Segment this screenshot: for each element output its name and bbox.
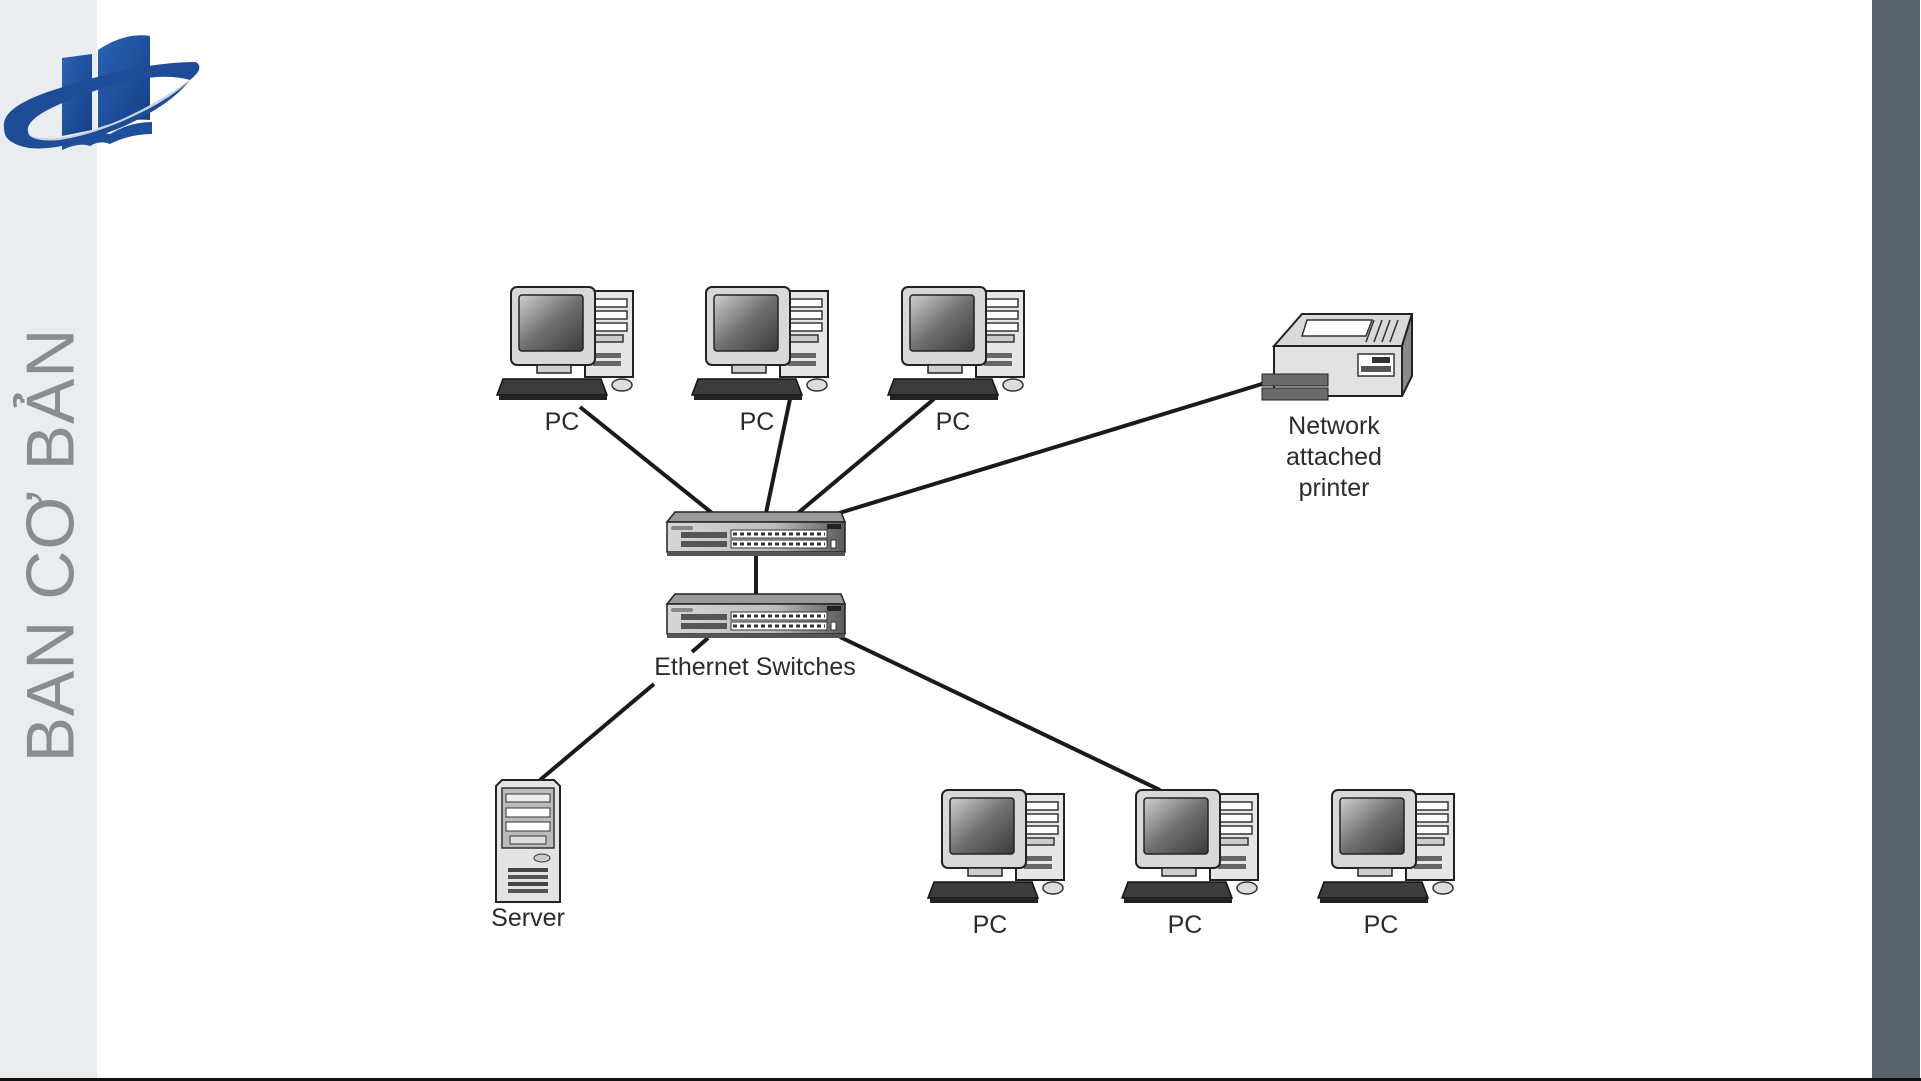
pc-icon: [497, 287, 633, 400]
link-switch-pc-bottom-2: [840, 637, 1160, 790]
pc-label: PC: [1364, 911, 1399, 939]
printer-label-line-1: Network: [1288, 412, 1380, 440]
printer-label-line-3: printer: [1299, 474, 1370, 502]
pc-label: PC: [936, 408, 971, 436]
server-label: Server: [491, 904, 565, 932]
link-printer-switch: [836, 384, 1262, 514]
pc-icon: [888, 287, 1024, 400]
pc-label: PC: [545, 408, 580, 436]
server-icon: [496, 780, 560, 902]
link-pc-top-3-switch: [798, 399, 934, 513]
switch-bottom: [667, 594, 845, 638]
printer-icon: [1262, 314, 1412, 400]
link-switch-server-upper: [692, 638, 708, 652]
pc-icon: [1122, 790, 1258, 903]
pc-label: PC: [1168, 911, 1203, 939]
pc-top-1: PC: [497, 287, 633, 436]
network-links: [540, 384, 1262, 790]
server: Server: [491, 780, 565, 932]
pc-top-2: PC: [692, 287, 828, 436]
link-pc-top-1-switch: [580, 407, 712, 513]
printer-label-line-2: attached: [1286, 443, 1382, 471]
pc-bottom-2: PC: [1122, 790, 1258, 939]
pc-icon: [1318, 790, 1454, 903]
link-switch-server: [540, 684, 654, 780]
ethernet-switch-icon: [667, 594, 845, 638]
pc-icon: [928, 790, 1064, 903]
pc-top-3: PC: [888, 287, 1024, 436]
network-printer: Network attached printer: [1262, 314, 1412, 502]
pc-bottom-3: PC: [1318, 790, 1454, 939]
pc-label: PC: [740, 408, 775, 436]
pc-label: PC: [973, 911, 1008, 939]
ethernet-switches-label: Ethernet Switches: [654, 653, 856, 681]
pc-bottom-1: PC: [928, 790, 1064, 939]
switch-top: [667, 512, 845, 556]
pc-icon: [692, 287, 828, 400]
ethernet-switch-icon: [667, 512, 845, 556]
